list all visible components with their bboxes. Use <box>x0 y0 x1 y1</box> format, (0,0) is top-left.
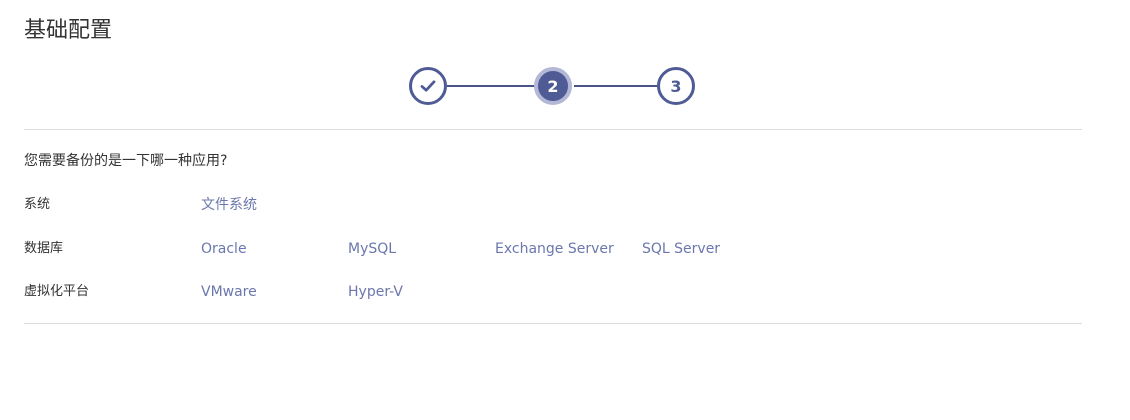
option-exchange-server[interactable]: Exchange Server <box>495 241 614 257</box>
step-3-pending[interactable]: 3 <box>657 67 695 105</box>
check-icon <box>420 80 436 92</box>
step-connector-1 <box>447 85 535 87</box>
option-vmware[interactable]: VMware <box>201 284 257 300</box>
question-text: 您需要备份的是一下哪一种应用? <box>24 153 228 169</box>
option-oracle[interactable]: Oracle <box>201 241 247 257</box>
step-2-number: 2 <box>547 76 559 96</box>
step-1-completed[interactable] <box>409 67 447 105</box>
step-2-active[interactable]: 2 <box>534 67 572 105</box>
step-connector-2 <box>574 85 658 87</box>
category-label-virtualization: 虚拟化平台 <box>24 284 90 299</box>
page-title: 基础配置 <box>24 18 113 43</box>
option-sql-server[interactable]: SQL Server <box>642 241 721 257</box>
step-3-number: 3 <box>670 76 682 96</box>
category-label-system: 系统 <box>24 197 51 212</box>
category-label-database: 数据库 <box>24 241 64 256</box>
divider-bottom <box>24 323 1082 324</box>
option-hyper-v[interactable]: Hyper-V <box>348 284 403 300</box>
stepper: 2 3 <box>409 67 697 105</box>
divider-top <box>24 129 1082 130</box>
option-file-system[interactable]: 文件系统 <box>201 197 257 213</box>
option-mysql[interactable]: MySQL <box>348 241 397 257</box>
